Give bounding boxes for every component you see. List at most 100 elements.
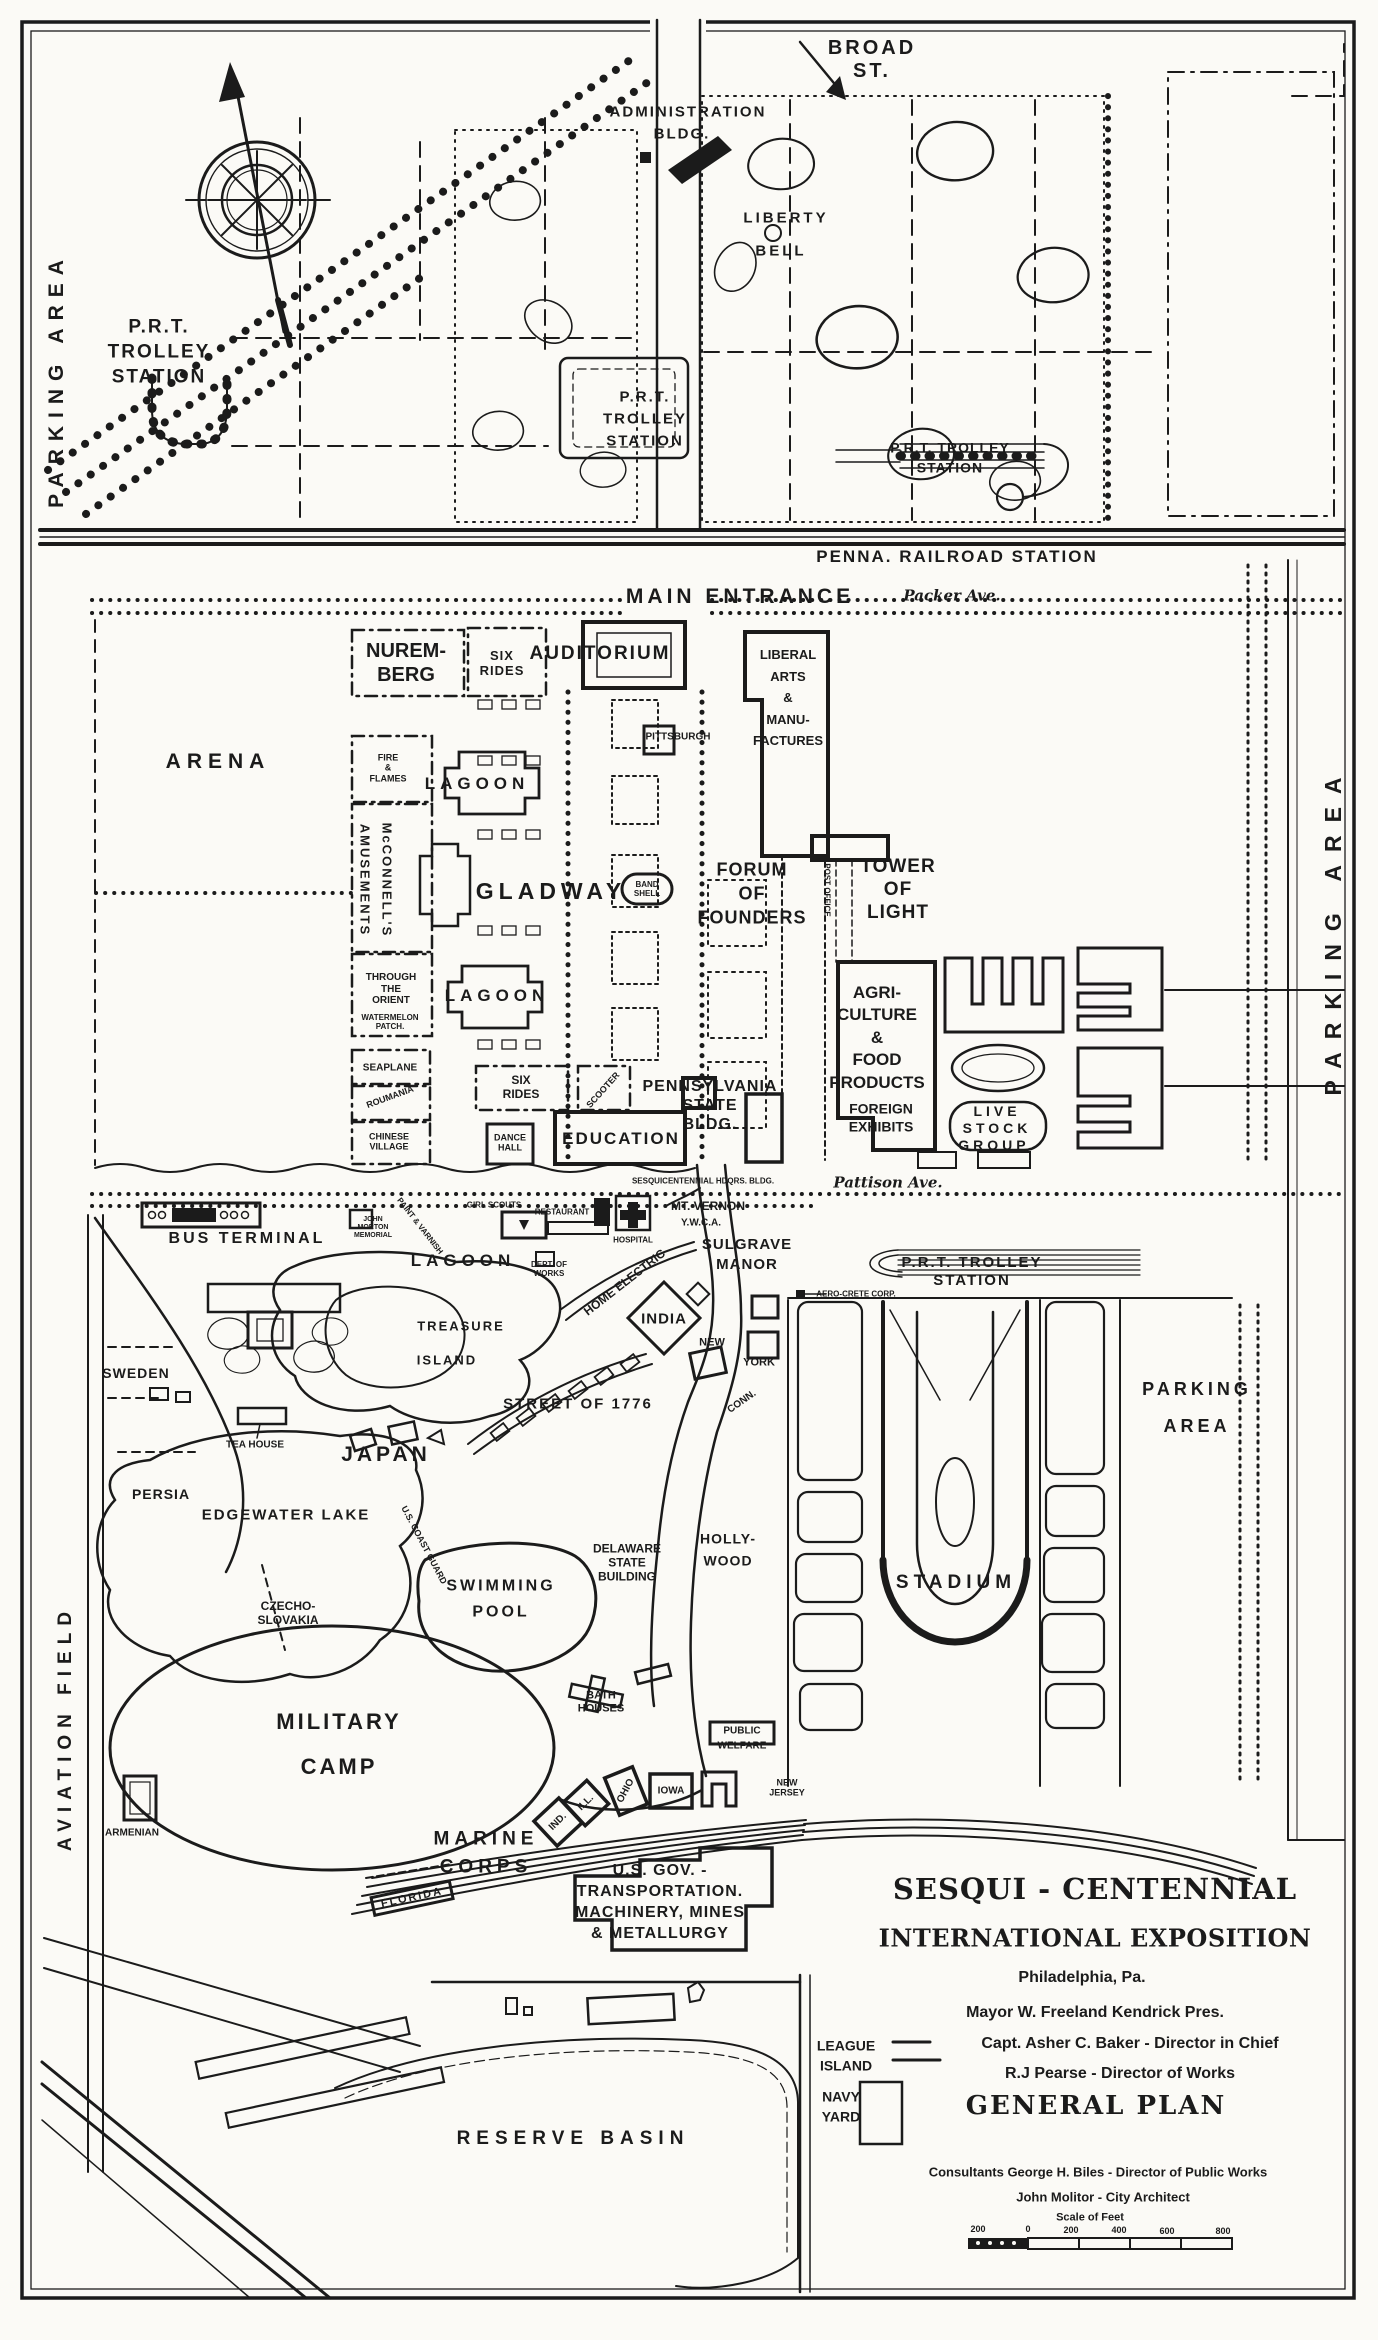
broad-st: BROAD ST.: [827, 37, 917, 82]
railroad-lines: [38, 528, 1346, 546]
pattison-ave: Pattison Ave.: [833, 1173, 943, 1192]
administration-building-shape: [640, 136, 732, 184]
reserve-basin: RESERVE BASIN: [456, 2128, 690, 2150]
edgewater-lake: EDGEWATER LAKE: [201, 1506, 371, 1524]
broad-street: [655, 18, 846, 530]
south-buildings: [122, 1187, 827, 1952]
military-camp: MILITARY CAMP: [276, 1708, 402, 1779]
parking-area-stadium: PARKING AREA: [1142, 1379, 1252, 1436]
lagoon-south: LAGOON: [410, 1251, 516, 1271]
live-stock-group: LIVE STOCK GROUP.: [958, 1102, 1036, 1153]
tower-of-light: TOWER OF LIGHT: [860, 855, 936, 923]
title-consultant1: Consultants George H. Biles - Director o…: [928, 2164, 1268, 2180]
hollywood: HOLLY- WOOD: [699, 1530, 757, 1569]
nuremberg: NUREM- BERG: [366, 640, 446, 686]
india: INDIA: [641, 1310, 687, 1328]
iowa: IOWA: [657, 1785, 685, 1797]
bus-terminal: BUS TERMINAL: [168, 1229, 326, 1247]
bath-houses: BATH HOUSES: [577, 1689, 625, 1714]
swimming-pool: SWIMMING POOL: [446, 1577, 556, 1620]
lagoon-and-lakes: [96, 1250, 598, 1684]
stadium-group: [792, 1249, 1141, 1732]
prt-trolley-stadium: P.R.T. TROLLEY STATION: [901, 1254, 1043, 1289]
exposition-buildings-north: [94, 620, 890, 1173]
new-jersey: NEW JERSEY: [769, 1777, 805, 1798]
administration-bldg: BLDG.: [653, 125, 711, 143]
main-entrance: MAIN ENTRANCE: [625, 584, 855, 608]
liberal-arts: LIBERAL ARTS & MANU- FACTURES: [752, 647, 824, 749]
navy-yard: NAVY YARD: [821, 2088, 861, 2125]
broad-st-gap: [650, 16, 706, 42]
public-welfare: PUBLIC WELFARE: [717, 1725, 767, 1752]
hospital: HOSPITAL: [613, 1235, 653, 1245]
scale-of-feet: Scale of Feet: [1056, 2211, 1124, 2224]
south-roads: [87, 559, 1345, 2173]
compass-rose-icon: [185, 62, 331, 348]
scale-tick-600: 600: [1159, 2225, 1175, 2236]
avenue-dotted-lines: [90, 598, 1342, 1208]
tree-rows: [44, 56, 652, 518]
aviation-field: AVIATION FIELD: [55, 1604, 77, 1852]
pennsylvania-state-bldg: PENNSYLVANIA STATE BLDG.: [642, 1078, 778, 1134]
agriculture-livestock-group: [836, 946, 1345, 1169]
league-island-navy-yard: [40, 1937, 942, 2300]
post-office: POST OFFICE: [822, 863, 832, 917]
new-york-2: YORK: [743, 1356, 775, 1369]
delaware-state-building: DELAWARE STATE BUILDING: [592, 1541, 662, 1583]
bell: BELL: [755, 242, 807, 260]
military-camp-ring: [108, 1624, 556, 1872]
watermelon-patch: WATERMELON PATCH.: [361, 1012, 419, 1031]
chinese-village: CHINESE VILLAGE: [368, 1131, 410, 1152]
education: EDUCATION: [562, 1129, 680, 1149]
restaurant: RESTAURANT: [534, 1207, 590, 1217]
prt-trolley-center: P.R.T. TROLLEY STATION: [603, 388, 687, 449]
seaplane: SEAPLANE: [362, 1062, 418, 1074]
stadium: STADIUM: [895, 1572, 1017, 1594]
gladway: GLADWAY: [475, 877, 627, 904]
six-rides-upper: SIX RIDES: [479, 648, 525, 678]
scale-tick-200: 200: [1063, 2224, 1079, 2235]
dance-hall: DANCE HALL: [493, 1132, 527, 1153]
pittsburgh: PITTSBURGH: [645, 731, 711, 743]
sesqui-hdqrs-bldg: SESQUICENTENNIAL HDQRS. BLDG.: [631, 1176, 775, 1186]
street-of-1776: STREET OF 1776: [503, 1395, 653, 1413]
map-title-line2: INTERNATIONAL EXPOSITION: [878, 1923, 1312, 1953]
title-consultant2: John Molitor - City Architect: [1016, 2189, 1190, 2205]
administration: ADMINISTRATION: [609, 103, 767, 121]
new-york-1: NEW: [699, 1336, 725, 1349]
through-the-orient: THROUGH THE ORIENT: [365, 971, 417, 1006]
railroad-south: [351, 1818, 1257, 1915]
map-title-line1: SESQUI - CENTENNIAL: [892, 1872, 1298, 1906]
us-gov: U.S. GOV. - TRANSPORTATION. MACHINERY, M…: [574, 1861, 746, 1943]
lagoon-north: LAGOON: [424, 774, 530, 794]
treasure-island-1: TREASURE: [417, 1318, 505, 1334]
scale-tick-800: 800: [1215, 2225, 1231, 2236]
packer-ave: Packer Ave.: [903, 586, 1001, 605]
foreign-exhibits: FOREIGN EXHIBITS: [848, 1100, 914, 1135]
armenian: ARMENIAN: [105, 1827, 159, 1839]
penna-railroad-station: PENNA. RAILROAD STATION: [816, 547, 1098, 567]
league-island: LEAGUE ISLAND: [816, 2037, 876, 2074]
gladway-booths: [477, 699, 541, 1050]
czecho-slovakia: CZECHO- SLOVAKIA: [257, 1599, 319, 1627]
title-president: Mayor W. Freeland Kendrick Pres.: [966, 2004, 1224, 2021]
forum-of-founders: FORUM OF FOUNDERS: [697, 859, 807, 927]
mcconnells-amusements: McCONNELL'S AMUSEMENTS: [358, 822, 395, 938]
prt-trolley-left: P.R.T. TROLLEY STATION: [107, 316, 211, 388]
marine-corps: MARINE CORPS: [433, 1828, 539, 1877]
liberty: LIBERTY: [743, 209, 829, 227]
liberty-bell-gardens: [454, 93, 1111, 525]
parking-area-left: PARKING AREA: [44, 252, 68, 508]
lagoon-mid: LAGOON: [444, 986, 550, 1006]
fire-flames: FIRE & FLAMES: [369, 752, 407, 784]
broad-st-arrow-icon: [826, 76, 846, 100]
street-grid: [231, 43, 1345, 525]
ywca: Y.W.C.A.: [680, 1217, 722, 1229]
liberty-bell-icon: [764, 224, 782, 242]
title-place: Philadelphia, Pa.: [1018, 1969, 1146, 1986]
scale-tick-400: 400: [1111, 2224, 1127, 2235]
trolley-tracks: [147, 356, 1069, 512]
sweden: SWEDEN: [102, 1364, 170, 1381]
sulgrave-manor: SULGRAVE MANOR: [701, 1236, 793, 1273]
